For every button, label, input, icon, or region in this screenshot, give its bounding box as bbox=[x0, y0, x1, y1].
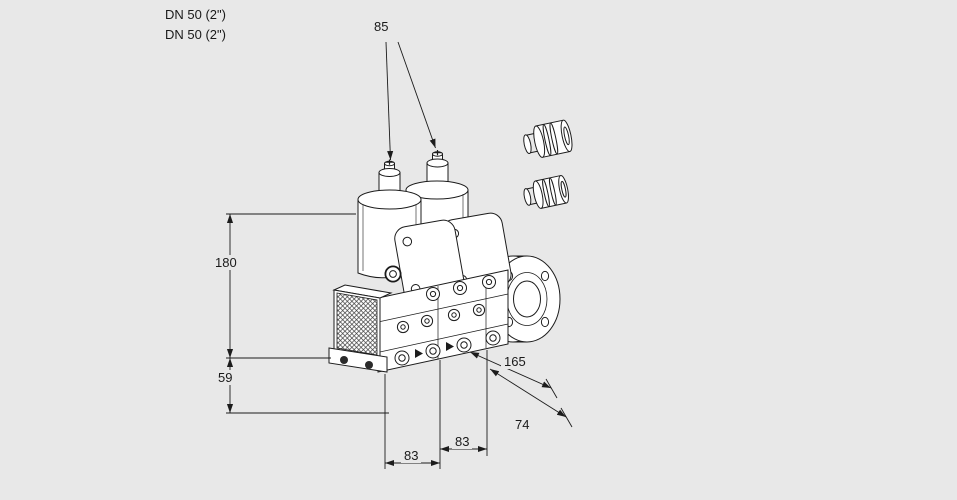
dim-label-83-a: 83 bbox=[401, 448, 422, 463]
dim-59-lines bbox=[226, 358, 389, 414]
dim-label-180: 180 bbox=[212, 255, 240, 270]
dim-180-lines bbox=[226, 213, 356, 359]
valve-body bbox=[377, 269, 509, 373]
pipe-fitting-top bbox=[523, 119, 573, 158]
dim-label-59: 59 bbox=[215, 370, 236, 385]
dim-label-83-b: 83 bbox=[452, 434, 473, 449]
port-label-top: DN 50 (2") bbox=[165, 7, 226, 22]
strainer-housing bbox=[328, 284, 393, 373]
dim-label-74: 74 bbox=[512, 417, 533, 432]
dim-label-85: 85 bbox=[374, 19, 389, 34]
dimension-lines bbox=[226, 41, 573, 469]
dim-label-165: 165 bbox=[501, 354, 529, 369]
dim-85-lines bbox=[385, 41, 436, 161]
dim-74-lines bbox=[489, 368, 573, 428]
pipe-fitting-bottom bbox=[523, 175, 569, 209]
hinge-ring bbox=[384, 265, 402, 283]
port-label-bottom: DN 50 (2") bbox=[165, 27, 226, 42]
